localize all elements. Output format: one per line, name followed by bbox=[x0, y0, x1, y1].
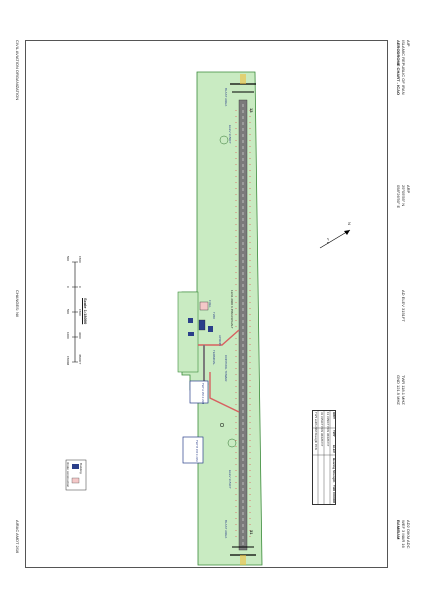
apron-building-4 bbox=[188, 332, 194, 336]
organization: CIVIL AVIATION ORGANIZATION bbox=[15, 40, 20, 101]
info-box-2-text: TWY B 150 X 23M bbox=[195, 440, 198, 462]
effective-date: WEF 3 MAR 16 bbox=[401, 520, 406, 548]
runway-31-label: 31 bbox=[249, 530, 254, 535]
legend-construction-label: Under construction bbox=[66, 462, 70, 488]
blast-area-31-label: BLAST AREA bbox=[224, 520, 228, 539]
table-row-1: 13 3150FT PCN 38/F/B/Y/T bbox=[326, 412, 330, 447]
scale-ft-0: 1500 bbox=[78, 256, 82, 263]
control-tower-label: CONTROL TOWER bbox=[224, 355, 228, 382]
scale-m-1: 0 bbox=[66, 286, 70, 288]
table-header-rwy: RWY bbox=[332, 412, 336, 419]
table-row-2: 31 3151FT PCN 38/F/B/Y/T bbox=[320, 412, 324, 447]
north-arrow-head bbox=[344, 230, 350, 235]
table-header-elev: ELEV bbox=[332, 445, 336, 453]
twr-label: TWR bbox=[212, 312, 216, 319]
legend-building-label: Building bbox=[79, 463, 83, 474]
arp-longitude: 058°26'50" E bbox=[396, 185, 401, 209]
state-name: ISLAMIC REPUBLIC OF IRAN bbox=[401, 40, 406, 95]
table-row-3: TWY width 23M Strength PCN bbox=[314, 412, 318, 450]
airac-amendment: AIRAC AMDT 2/16 bbox=[15, 520, 20, 554]
table-header-strength: Bearing Strength bbox=[332, 458, 336, 483]
chart-title: AERODROME CHART - ICAO bbox=[396, 40, 401, 96]
chart-frame bbox=[25, 40, 388, 568]
twr-frequency: TWR 118.1 MHZ bbox=[401, 375, 406, 405]
terminal-label: TERMINAL bbox=[212, 350, 216, 366]
arp-latitude: 29°05'55" N bbox=[401, 185, 406, 207]
chart-reference: AD2 OIKM ADC bbox=[406, 520, 411, 549]
legend-building-swatch bbox=[72, 464, 79, 469]
scale-ft-2: 1500 bbox=[78, 309, 82, 316]
scale-title: Scale 1:18000 bbox=[83, 298, 88, 325]
apron-building-5 bbox=[208, 326, 213, 332]
scale-ft-4: 4500FT bbox=[78, 354, 82, 365]
changes-note: CHANGES: Nil bbox=[15, 290, 20, 317]
apron-building-2 bbox=[198, 319, 206, 331]
table-header-coord: THR COORD bbox=[332, 485, 336, 504]
magnetic-variation: 2° E bbox=[326, 238, 330, 244]
scale-m-2: 500 bbox=[66, 309, 70, 315]
info-box-2 bbox=[182, 436, 204, 464]
legend-box bbox=[65, 459, 87, 491]
taxiway-a bbox=[198, 329, 240, 346]
runway-designation: 13/31 2600 X 45M ASPHALT bbox=[230, 290, 234, 329]
scale-ft-1: 0 bbox=[78, 286, 82, 288]
scale-m-4: 1500M bbox=[66, 356, 70, 366]
blast-area-13-label: BLAST AREA bbox=[224, 88, 228, 107]
table-header-twy: TWY bbox=[332, 430, 336, 437]
runway-strip bbox=[238, 99, 248, 551]
gnd-frequency: GND 121.9 MHZ bbox=[396, 375, 401, 405]
apron-building-3 bbox=[188, 318, 193, 323]
windsock-31 bbox=[227, 438, 237, 448]
north-label: N bbox=[347, 222, 352, 225]
scale-m-3: 1000 bbox=[66, 332, 70, 339]
aip-label: AIP bbox=[406, 40, 411, 47]
legend-construction-swatch bbox=[71, 477, 80, 484]
blast-area-31 bbox=[240, 555, 246, 565]
airport-name: BAM/BAM bbox=[396, 520, 401, 540]
scale-m-0: 500 bbox=[66, 256, 70, 262]
runway-13-label: 13 bbox=[249, 108, 254, 113]
info-box-1 bbox=[189, 380, 209, 404]
scale-ft-3: 3000 bbox=[78, 332, 82, 339]
threshold-31-elevation: ELEV 3151FT bbox=[228, 470, 232, 489]
ndb-marker bbox=[219, 422, 225, 428]
bearing-strength-table bbox=[312, 410, 336, 505]
threshold-13-elevation: ELEV 3150FT bbox=[228, 125, 232, 144]
blast-area-13 bbox=[240, 74, 246, 84]
fuel-label: FUEL bbox=[208, 300, 212, 308]
north-arrow bbox=[319, 229, 351, 249]
ad-elevation: AD ELEV 3151FT bbox=[401, 290, 406, 322]
taxiway-b bbox=[209, 372, 240, 413]
arp-label: ARP bbox=[406, 185, 411, 194]
windsock-13 bbox=[219, 135, 229, 145]
apron-label: APRON bbox=[218, 335, 222, 346]
info-box-1-text: TWY A 150 X 23M bbox=[201, 383, 204, 405]
terminal-building bbox=[199, 301, 209, 311]
